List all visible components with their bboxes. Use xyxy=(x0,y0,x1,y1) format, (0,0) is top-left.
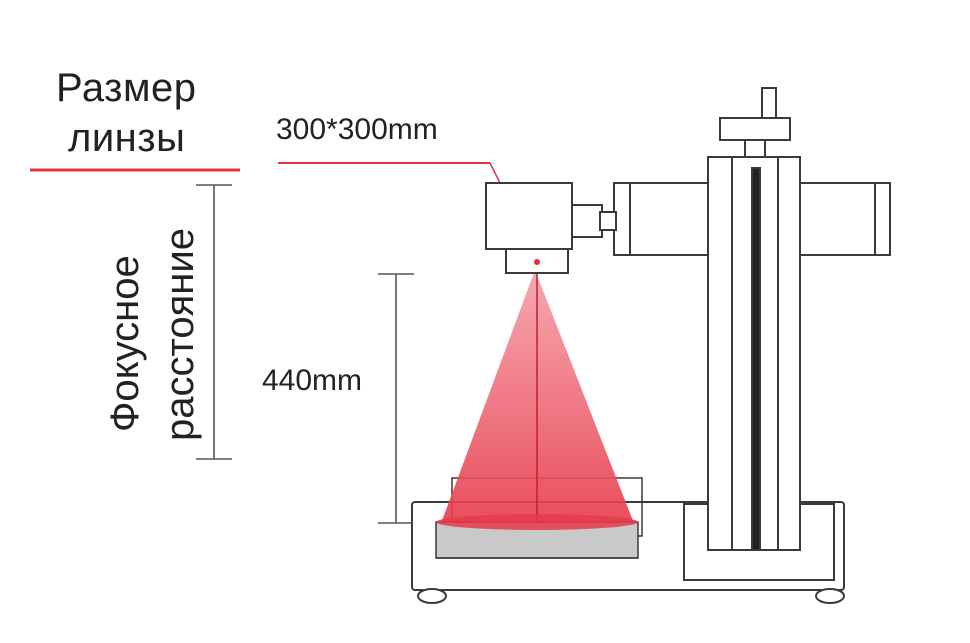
vertical-column xyxy=(707,156,801,551)
focal-dimension-right xyxy=(378,273,414,524)
focal-dimension-left xyxy=(196,184,232,460)
focal-distance-value: 440mm xyxy=(262,364,363,397)
laser-head xyxy=(485,182,617,274)
lens-size-title-line1: Размер xyxy=(56,66,197,110)
lens-size-title-line2: линзы xyxy=(68,116,186,160)
work-platform xyxy=(435,514,639,559)
focal-distance-title-line2: расстояние xyxy=(158,228,202,441)
lens-focus-dot xyxy=(534,259,540,265)
handwheel xyxy=(719,87,791,158)
lens-size-value: 300*300mm xyxy=(276,113,438,146)
focal-distance-title-line1: Фокусное xyxy=(103,255,147,432)
